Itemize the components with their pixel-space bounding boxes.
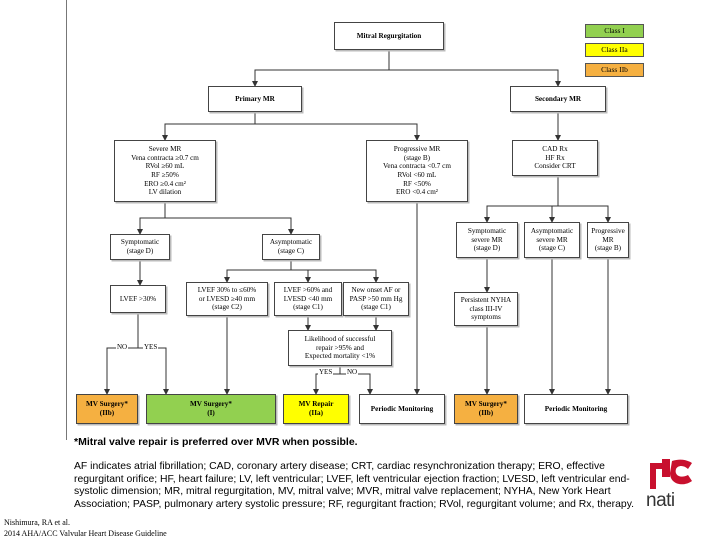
- edge-label-no-1: NO: [116, 343, 129, 351]
- connector-arrow: [291, 269, 379, 283]
- node-mv-surgery-iib-primary: MV Surgery* (IIb): [76, 394, 138, 424]
- node-progressive-mr: Progressive MR (stage B) Vena contracta …: [366, 140, 468, 202]
- connector-arrow: [255, 123, 420, 141]
- connector-arrow: [558, 205, 611, 223]
- slide-frame-line: [66, 0, 67, 440]
- connector-arrow: [138, 347, 169, 395]
- legend-class-iib: Class IIb: [585, 63, 644, 77]
- logo-wordmark: nati: [646, 490, 675, 511]
- connector-arrow: [224, 260, 292, 283]
- node-primary-mr: Primary MR: [208, 86, 302, 112]
- node-mv-repair-iia: MV Repair (IIa): [283, 394, 349, 424]
- citation-guideline: 2014 AHA/ACC Valvular Heart Disease Guid…: [4, 529, 167, 538]
- connector-arrow: [549, 205, 558, 223]
- abbreviations-text: AF indicates atrial fibrillation; CAD, c…: [74, 461, 634, 510]
- connector-arrow: [252, 50, 390, 87]
- edge-label-yes-1: YES: [143, 343, 159, 351]
- node-asymptomatic-stage-c: Asymptomatic (stage C): [262, 234, 320, 260]
- node-cad-rx: CAD Rx HF Rx Consider CRT: [512, 140, 598, 176]
- legend-class-iia: Class IIa: [585, 43, 644, 57]
- node-symptomatic-stage-d: Symptomatic (stage D): [110, 234, 170, 260]
- node-persistent-nyha: Persistent NYHA class III-IV symptoms: [454, 292, 518, 326]
- node-mv-surgery-i: MV Surgery* (I): [146, 394, 276, 424]
- node-sec-progressive: Progressive MR (stage B): [587, 222, 629, 258]
- node-sec-symptomatic: Symptomatic severe MR (stage D): [456, 222, 518, 258]
- node-mitral-regurgitation: Mitral Regurgitation: [334, 22, 444, 50]
- connector-arrow: [484, 176, 559, 223]
- node-stage-c1-lvef: LVEF >60% and LVESD <40 mm (stage C1): [274, 282, 342, 316]
- footnote-mv-repair: *Mitral valve repair is preferred over M…: [74, 436, 358, 448]
- legend-class-i: Class I: [585, 24, 644, 38]
- edge-label-no-2: NO: [346, 368, 359, 376]
- node-severe-mr: Severe MR Vena contracta ≥0.7 cm RVol ≥6…: [114, 140, 216, 202]
- node-likelihood-repair: Likelihood of successful repair >95% and…: [288, 330, 392, 366]
- citation-authors: Nishimura, RA et al.: [4, 518, 70, 527]
- node-sec-asymptomatic: Asymptomatic severe MR (stage C): [524, 222, 580, 258]
- node-stage-c1-af: New onset AF or PASP >50 mm Hg (stage C1…: [343, 282, 409, 316]
- connector-arrow: [165, 217, 294, 235]
- node-periodic-monitoring-primary: Periodic Monitoring: [359, 394, 445, 424]
- connector-arrow: [162, 112, 256, 141]
- node-stage-c2: LVEF 30% to ≤60% or LVESD ≥40 mm (stage …: [186, 282, 268, 316]
- node-lvef-30: LVEF >30%: [110, 285, 166, 313]
- connector-arrow: [104, 313, 139, 395]
- connector-arrow: [291, 269, 311, 283]
- connector-arrow: [389, 69, 561, 87]
- connector-arrow: [340, 373, 373, 395]
- node-mv-surgery-iib-secondary: MV Surgery* (IIb): [454, 394, 518, 424]
- left-margin: [0, 0, 66, 540]
- node-secondary-mr: Secondary MR: [510, 86, 606, 112]
- university-logo: [650, 459, 692, 489]
- node-periodic-monitoring-secondary: Periodic Monitoring: [524, 394, 628, 424]
- edge-label-yes-2: YES: [318, 368, 334, 376]
- connector-arrow: [137, 202, 166, 235]
